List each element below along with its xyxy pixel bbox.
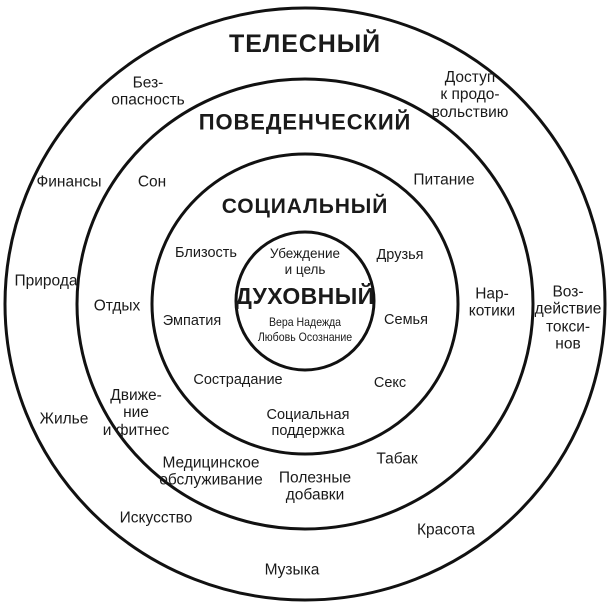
ring-item-behavioral: Сон (137, 173, 167, 191)
ring-social (150, 152, 460, 456)
ring-title-physical: ТЕЛЕСНЫЙ (229, 30, 381, 58)
ring-title-social: СОЦИАЛЬНЫЙ (221, 195, 389, 219)
ring-behavioral (75, 77, 535, 531)
ring-item-behavioral: Нар- котики (468, 285, 516, 320)
ring-item-physical: Воз- действие токси- нов (534, 283, 602, 353)
ring-item-social: Друзья (376, 246, 424, 263)
ring-item-physical: Музыка (264, 561, 320, 579)
ring-item-social: Секс (373, 374, 407, 391)
ring-item-physical: Финансы (36, 173, 102, 191)
ring-item-physical: Искусство (119, 509, 193, 527)
ring-item-physical: Доступ к продо- вольствию (431, 68, 509, 121)
ring-item-social: Близость (175, 244, 237, 261)
ring-item-social: Сострадание (193, 371, 283, 388)
ring-item-physical: Жилье (39, 410, 89, 428)
ring-item-physical: Природа (14, 272, 78, 290)
ring-item-behavioral: Табак (376, 450, 418, 468)
ring-core-spiritual (234, 230, 376, 372)
core-title-spiritual: ДУХОВНЫЙ (235, 283, 375, 310)
ring-item-social: Социальная поддержка (266, 406, 350, 439)
ring-item-social: Эмпатия (162, 312, 222, 329)
core-virtues: Вера Надежда Любовь Осознание (257, 315, 353, 344)
ring-item-behavioral: Полезные добавки (278, 469, 352, 504)
ring-item-behavioral: Отдых (93, 297, 141, 315)
ring-title-behavioral: ПОВЕДЕНЧЕСКИЙ (198, 109, 412, 135)
ring-item-physical: Без- опасность (111, 74, 185, 109)
core-subtitle: Убеждение и цель (269, 245, 341, 277)
ring-outer-physical (3, 6, 607, 602)
ring-item-physical: Красота (416, 521, 476, 539)
ring-item-behavioral: Питание (413, 171, 475, 189)
ring-item-social: Семья (384, 311, 428, 328)
ring-item-behavioral: Движе- ние и фитнес (102, 386, 170, 439)
ring-item-behavioral: Медицинское обслуживание (159, 454, 263, 489)
